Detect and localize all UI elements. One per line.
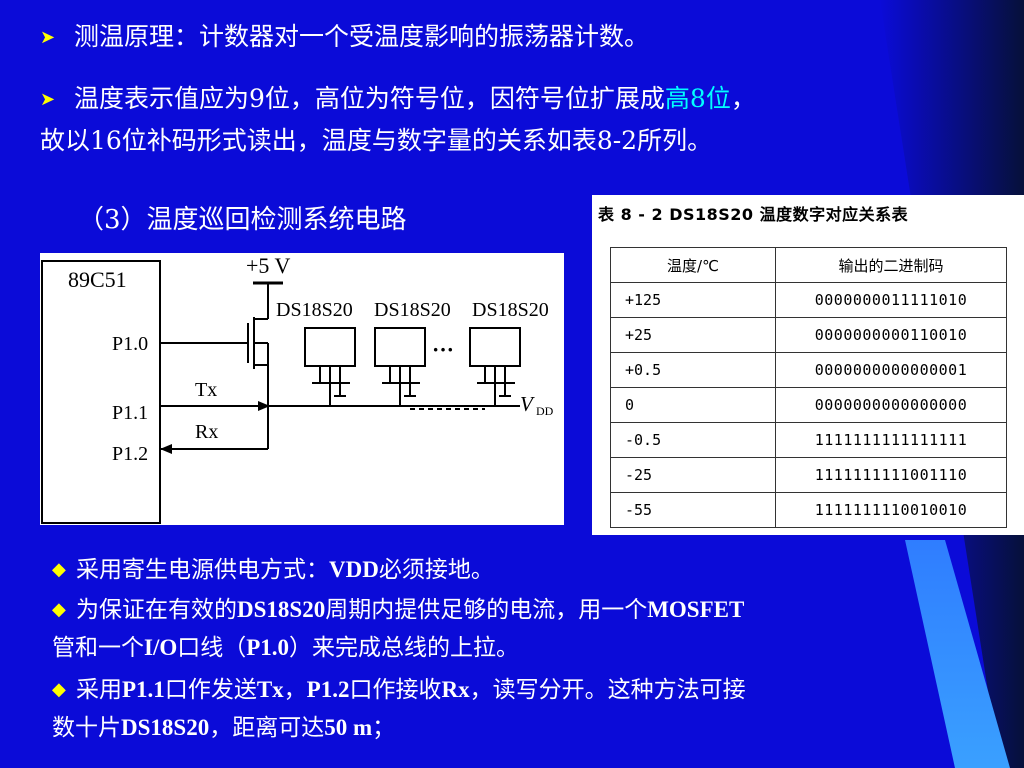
pin-p1-2: P1.2 <box>112 443 148 465</box>
sensor-label-3: DS18S20 <box>472 299 549 321</box>
circuit-diagram: 89C51 P1.0 P1.1 P1.2 +5 V Tx Rx DS18S20 … <box>40 253 564 525</box>
sensor-3 <box>469 327 521 406</box>
bullet-separate-rw: ◆采用P1.1口作发送Tx，P1.2口作接收Rx，读写分开。这种方法可接 <box>52 672 746 708</box>
diamond-bullet-icon: ◆ <box>52 559 66 580</box>
bullet-temperature-representation-line2: 故以16位补码形式读出，温度与数字量的关系如表8-2所列。 <box>40 126 713 155</box>
sensor-ellipsis: ··· <box>432 337 454 362</box>
signal-rx: Rx <box>195 421 218 443</box>
mcu-label: 89C51 <box>68 267 127 292</box>
signal-tx: Tx <box>195 379 217 401</box>
arrow-bullet-icon: ➤ <box>40 89 56 110</box>
bullet-parasitic-power: ◆采用寄生电源供电方式：VDD必须接地。 <box>52 552 494 588</box>
bullet-temperature-representation: ➤温度表示值应为9位，高位为符号位，因符号位扩展成高8位， <box>40 82 756 117</box>
pin-p1-0: P1.0 <box>112 333 148 355</box>
sensor-label-1: DS18S20 <box>276 299 353 321</box>
mcu-box <box>41 260 161 524</box>
header-binary-code: 输出的二进制码 <box>775 247 1007 283</box>
sensor-1 <box>304 327 356 406</box>
vdd-subscript: DD <box>536 404 554 418</box>
header-temperature: 温度/℃ <box>610 247 776 283</box>
bullet-mosfet-pullup: ◆为保证在有效的DS18S20周期内提供足够的电流，用一个MOSFET <box>52 592 744 628</box>
bullet-mosfet-pullup-line2: 管和一个I/O口线（P1.0）来完成总线的上拉。 <box>52 635 520 661</box>
bullet-separate-rw-line2: 数十片DS18S20，距离可达50 m； <box>52 715 396 741</box>
pin-p1-1: P1.1 <box>112 402 148 424</box>
bullet-measurement-principle: ➤测温原理：计数器对一个受温度影响的振荡器计数。 <box>40 20 649 55</box>
highlight-high-8-bits: 高8位 <box>664 84 731 113</box>
sensor-label-2: DS18S20 <box>374 299 451 321</box>
table-panel: 表 8 - 2 DS18S20 温度数字对应关系表 温度/℃ 输出的二进制码 +… <box>592 195 1024 535</box>
table-header-row: 温度/℃ 输出的二进制码 <box>610 247 1007 283</box>
arrow-bullet-icon: ➤ <box>40 27 56 48</box>
sensor-2 <box>374 327 426 406</box>
diamond-bullet-icon: ◆ <box>52 679 66 700</box>
vcc-label: +5 V <box>246 253 291 278</box>
section-title: （3）温度巡回检测系统电路 <box>78 205 407 235</box>
diamond-bullet-icon: ◆ <box>52 599 66 620</box>
table-title: 表 8 - 2 DS18S20 温度数字对应关系表 <box>598 205 909 224</box>
vdd-label: V <box>520 392 535 416</box>
